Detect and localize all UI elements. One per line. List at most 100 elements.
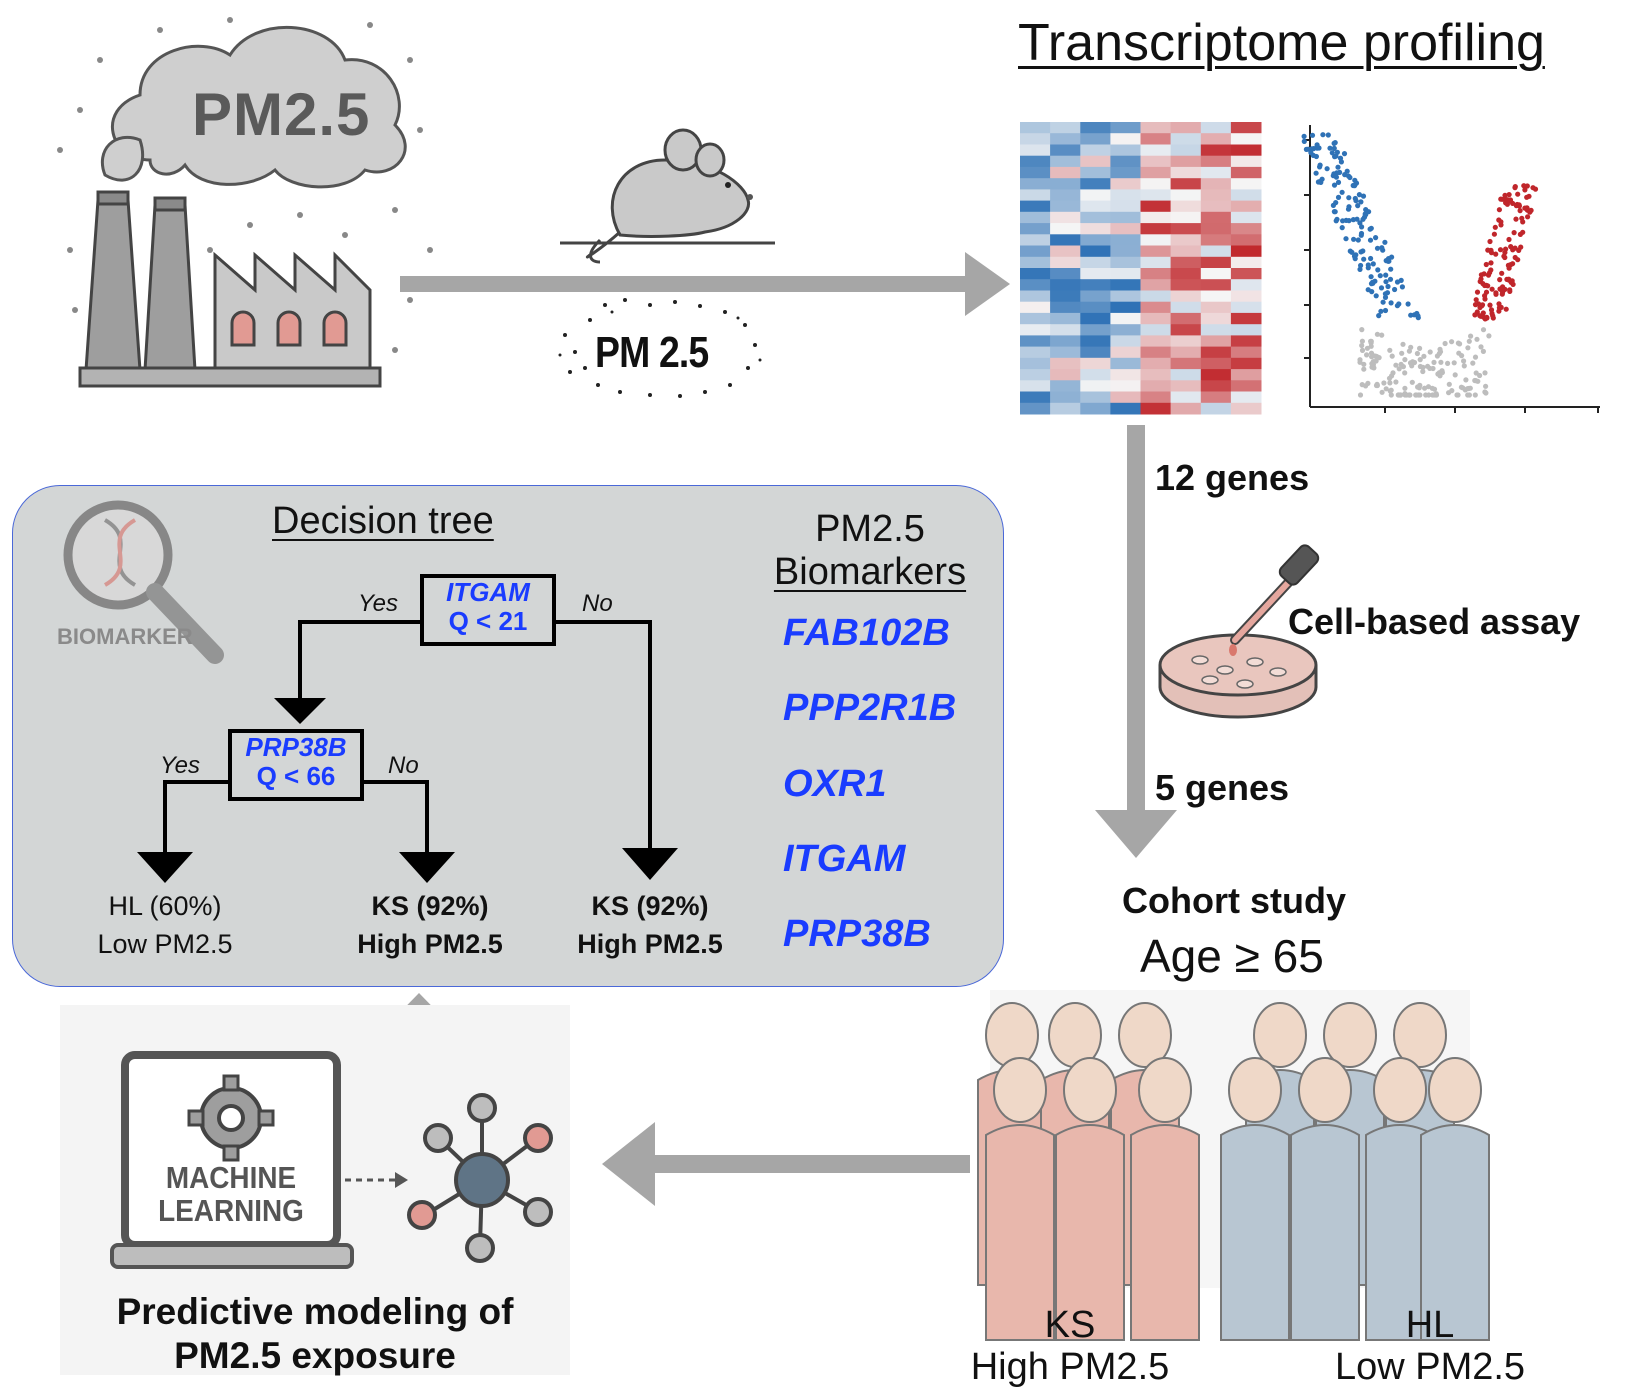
volcano-point <box>1309 132 1316 138</box>
volcano-point <box>1375 267 1381 273</box>
heatmap-cell <box>1080 268 1111 280</box>
volcano-point <box>1373 293 1379 299</box>
genes-12-label: 12 genes <box>1155 457 1310 498</box>
heatmap-cell <box>1170 301 1202 314</box>
volcano-point <box>1478 272 1484 278</box>
heatmap-cell <box>1050 357 1081 370</box>
volcano-point <box>1313 170 1319 176</box>
tree-leaf-ks-1-label: High PM2.5 <box>357 928 503 959</box>
heatmap-cell <box>1020 133 1051 145</box>
heatmap-cell <box>1170 189 1202 202</box>
tree-root-rule: Q < 21 <box>448 605 528 636</box>
heatmap-cell <box>1110 279 1141 291</box>
volcano-point <box>1500 289 1506 295</box>
tree-child-no: No <box>388 752 419 779</box>
volcano-point <box>1497 277 1503 283</box>
volcano-point <box>1425 363 1431 369</box>
volcano-point <box>1396 301 1402 307</box>
heatmap-cell <box>1050 234 1081 246</box>
volcano-point <box>1382 294 1389 300</box>
heatmap-cell <box>1230 324 1262 336</box>
heatmap-cell <box>1050 256 1081 269</box>
volcano-point <box>1408 312 1414 318</box>
volcano-point <box>1525 214 1531 220</box>
heatmap-cell <box>1200 324 1232 336</box>
volcano-point <box>1358 249 1364 255</box>
heatmap-cell <box>1080 200 1111 213</box>
volcano-point <box>1314 144 1320 150</box>
volcano-point <box>1496 308 1502 314</box>
heatmap-cell <box>1200 200 1232 213</box>
heatmap-cell <box>1050 223 1081 235</box>
heatmap-cell <box>1200 245 1232 258</box>
volcano-point <box>1339 189 1345 195</box>
volcano-point <box>1349 249 1355 255</box>
volcano-point <box>1506 192 1512 198</box>
volcano-point <box>1465 392 1471 398</box>
volcano-point <box>1398 277 1404 283</box>
tree-leaf-hl: HL (60%) Low PM2.5 <box>70 888 260 964</box>
heatmap-cell <box>1200 312 1232 325</box>
heatmap-cell <box>1020 268 1051 280</box>
volcano-point <box>1475 301 1482 307</box>
volcano-point <box>1420 368 1426 375</box>
heatmap-cell <box>1110 122 1141 134</box>
factory-icon <box>57 17 433 388</box>
decision-tree-title: Decision tree <box>272 500 494 542</box>
volcano-point <box>1350 217 1356 223</box>
volcano-point <box>1415 315 1421 321</box>
heatmap-cell <box>1200 256 1232 269</box>
volcano-point <box>1430 365 1436 372</box>
volcano-point <box>1389 254 1395 260</box>
volcano-point <box>1461 358 1467 364</box>
biomarker-gene: FAB102B <box>783 612 950 654</box>
volcano-point <box>1442 340 1448 347</box>
tree-leaf-ks-2-class: KS (92%) <box>591 891 709 921</box>
volcano-point <box>1301 133 1307 139</box>
volcano-point <box>1383 386 1389 392</box>
volcano-point <box>1417 363 1423 370</box>
volcano-point <box>1319 176 1325 182</box>
heatmap-cell <box>1200 211 1232 224</box>
heatmap-cell <box>1140 369 1172 381</box>
heatmap-cell <box>1080 211 1111 224</box>
volcano-point <box>1417 357 1423 363</box>
ml-screen-line1: MACHINE <box>165 1160 297 1195</box>
volcano-point <box>1335 179 1342 185</box>
heatmap-cell <box>1230 144 1262 157</box>
volcano-point <box>1487 302 1493 308</box>
heatmap-cell <box>1140 211 1172 224</box>
arrow-to-profiling <box>400 252 1010 316</box>
volcano-point <box>1385 283 1391 290</box>
heatmap-cell <box>1230 346 1262 359</box>
volcano-point <box>1400 341 1406 347</box>
volcano-point <box>1381 380 1387 386</box>
cohort-group-ks-code: KS <box>1044 1304 1096 1346</box>
heatmap-cell <box>1200 144 1232 157</box>
volcano-point <box>1402 370 1408 376</box>
volcano-point <box>1346 195 1352 201</box>
tree-child-rule: Q < 66 <box>256 760 336 791</box>
volcano-point <box>1353 198 1359 204</box>
cohort-group-ks: KS High PM2.5 <box>955 1304 1185 1389</box>
cohort-title: Cohort study <box>1122 880 1346 921</box>
heatmap-cell <box>1080 166 1111 179</box>
volcano-point <box>1342 172 1348 178</box>
cohort-crowd <box>977 990 1490 1341</box>
heatmap-cell <box>1140 133 1172 145</box>
heatmap-cell <box>1230 155 1262 168</box>
heatmap-cell <box>1020 256 1051 269</box>
heatmap-cell <box>1170 369 1202 381</box>
volcano-point <box>1329 150 1335 156</box>
volcano-point <box>1414 350 1420 357</box>
heatmap-cell <box>1200 290 1232 303</box>
heatmap-cell <box>1200 279 1232 291</box>
volcano-point <box>1378 285 1385 291</box>
heatmap-cell <box>1170 312 1202 325</box>
volcano-point <box>1379 245 1385 251</box>
heatmap-cell <box>1020 200 1051 213</box>
volcano-point <box>1313 153 1319 160</box>
ml-caption-line1: Predictive modeling of <box>116 1291 514 1332</box>
volcano-point <box>1345 206 1352 212</box>
heatmap-cell <box>1140 256 1172 269</box>
